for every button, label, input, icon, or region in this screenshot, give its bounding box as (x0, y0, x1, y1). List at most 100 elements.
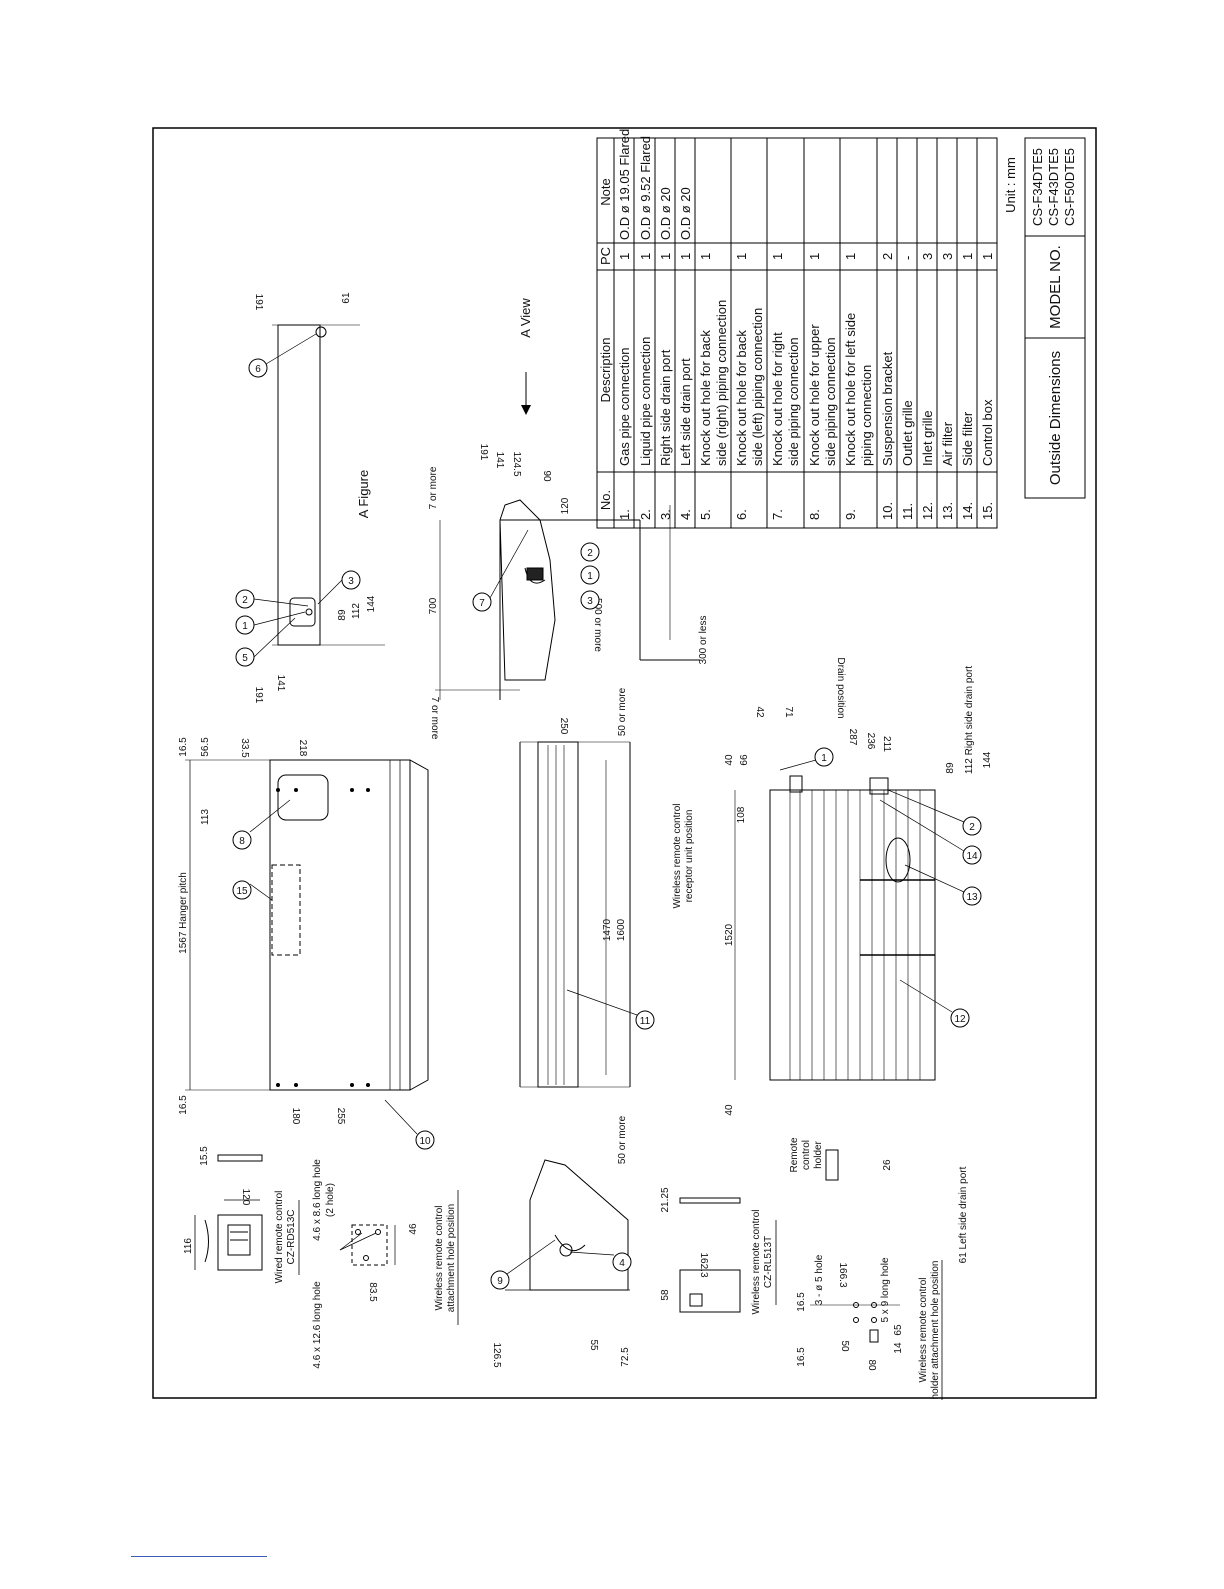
dim-33-5: 33.5 (239, 738, 250, 758)
svg-text:13: 13 (966, 892, 978, 903)
svg-text:12: 12 (954, 1014, 966, 1025)
label-hole-3: 3 - ø 5 hole (814, 1254, 825, 1305)
dim-66: 66 (739, 754, 750, 766)
dim-16-5a: 16.5 (178, 1095, 189, 1115)
label-a-figure: A Figure (356, 470, 371, 518)
dim-71: 71 (783, 706, 794, 718)
svg-text:15: 15 (236, 886, 248, 897)
svg-text:1: 1 (980, 253, 995, 260)
dim-16-5d: 16.5 (796, 1292, 807, 1312)
svg-text:4: 4 (619, 1258, 625, 1269)
svg-text:15.: 15. (980, 502, 995, 520)
svg-text:1: 1 (960, 253, 975, 260)
label-7-more-b: 7 or more (429, 697, 440, 740)
svg-text:Right side drain port: Right side drain port (658, 349, 673, 466)
left-side-view (505, 1159, 630, 1291)
dim-113: 113 (200, 809, 211, 825)
label-wireless-remote-model: CZ-RL513T (763, 1236, 774, 1288)
balloon-4: 4 (612, 1252, 632, 1272)
parts-table: No. Description PC Note 1.Gas pipe conne… (596, 129, 998, 529)
label-wireless-remote: Wireless remote control (751, 1209, 762, 1314)
svg-text:1: 1 (698, 253, 713, 260)
dim-55: 55 (588, 1339, 599, 1351)
svg-text:3: 3 (920, 253, 935, 260)
balloon-3a: 3 (341, 570, 361, 590)
svg-text:2: 2 (880, 253, 895, 260)
svg-text:O.D ø 20: O.D ø 20 (658, 187, 673, 240)
svg-text:Inlet grille: Inlet grille (920, 410, 935, 466)
bottom-view (734, 775, 936, 1081)
svg-text:9.: 9. (843, 509, 858, 520)
label-drain-position: Drain position (835, 657, 846, 718)
svg-text:O.D ø 9.52 Flared: O.D ø 9.52 Flared (638, 136, 653, 240)
svg-text:side (left) piping connection: side (left) piping connection (750, 308, 765, 466)
balloon-1a: 1 (235, 615, 255, 635)
dim-250: 250 (558, 718, 569, 735)
label-500-more: 500 or more (592, 598, 603, 652)
label-holder-attach-2: holder attachment hole position (930, 1261, 941, 1400)
balloons: 1 2 3 5 6 7 2 1 3 8 15 10 9 4 11 1 2 14 … (232, 358, 982, 1290)
balloon-10: 10 (415, 1130, 435, 1150)
dim-124-5: 124.5 (511, 451, 522, 476)
dim-120a: 120 (240, 1189, 251, 1206)
label-receptor: Wireless remote control (672, 803, 683, 908)
model-2: CS-F43DTE5 (1046, 148, 1061, 226)
svg-text:Control box: Control box (980, 399, 995, 466)
svg-text:side (right) piping connection: side (right) piping connection (714, 300, 729, 466)
svg-text:1: 1 (617, 253, 632, 260)
dim-126-5: 126.5 (491, 1342, 502, 1367)
balloon-14: 14 (962, 845, 982, 865)
dim-72-5: 72.5 (620, 1347, 631, 1367)
balloon-11: 11 (635, 1010, 655, 1030)
dim-42: 42 (754, 706, 765, 718)
dim-58: 58 (660, 1289, 671, 1301)
svg-text:Air filter: Air filter (940, 421, 955, 466)
dim-90: 90 (541, 470, 552, 482)
dim-218: 218 (297, 740, 308, 757)
svg-text:side piping connection: side piping connection (823, 337, 838, 466)
svg-text:-: - (900, 256, 915, 260)
dim-21-25: 21.25 (660, 1187, 671, 1212)
svg-text:Knock out hole for back: Knock out hole for back (734, 330, 749, 466)
dim-89b: 89 (945, 762, 956, 774)
svg-text:Side filter: Side filter (960, 411, 975, 466)
label-right-drain: 112 Right side drain port (964, 666, 975, 774)
leader-lines (249, 333, 965, 1275)
svg-text:Knock out hole for right: Knock out hole for right (770, 332, 785, 466)
dim-89a: 89 (337, 609, 348, 621)
label-holder-attach: Wireless remote control (918, 1277, 929, 1382)
dim-120b: 120 (560, 497, 571, 514)
a-figure-view (272, 324, 385, 646)
dim-16-5c: 16.5 (796, 1347, 807, 1367)
balloon-2c: 2 (962, 816, 982, 836)
dim-191a: 191 (253, 687, 264, 704)
svg-text:Gas pipe connection: Gas pipe connection (617, 347, 632, 466)
label-long-hole-b: 4.6 x 12.6 long hole (312, 1281, 323, 1369)
svg-text:7.: 7. (770, 509, 785, 520)
svg-text:1: 1 (638, 253, 653, 260)
dim-15-5: 15.5 (199, 1146, 210, 1166)
svg-text:O.D ø 20: O.D ø 20 (678, 187, 693, 240)
dim-46: 46 (408, 1223, 419, 1235)
svg-text:2: 2 (242, 595, 248, 606)
svg-text:Left side drain port: Left side drain port (678, 358, 693, 466)
svg-text:1: 1 (821, 753, 827, 764)
svg-text:Suspension bracket: Suspension bracket (880, 351, 895, 466)
dim-236: 236 (865, 733, 876, 750)
svg-text:2.: 2. (638, 509, 653, 520)
dim-141a: 141 (275, 675, 286, 692)
remote-holder-shape (825, 1149, 839, 1181)
svg-text:3.: 3. (658, 509, 673, 520)
svg-text:Knock out hole for upper: Knock out hole for upper (807, 324, 822, 466)
label-50-more-b: 50 or more (617, 687, 628, 736)
svg-text:8: 8 (239, 836, 245, 847)
dim-40a: 40 (724, 1104, 735, 1116)
dim-1470: 1470 (602, 918, 613, 941)
balloon-15: 15 (232, 880, 252, 900)
side-section-view (435, 499, 700, 700)
